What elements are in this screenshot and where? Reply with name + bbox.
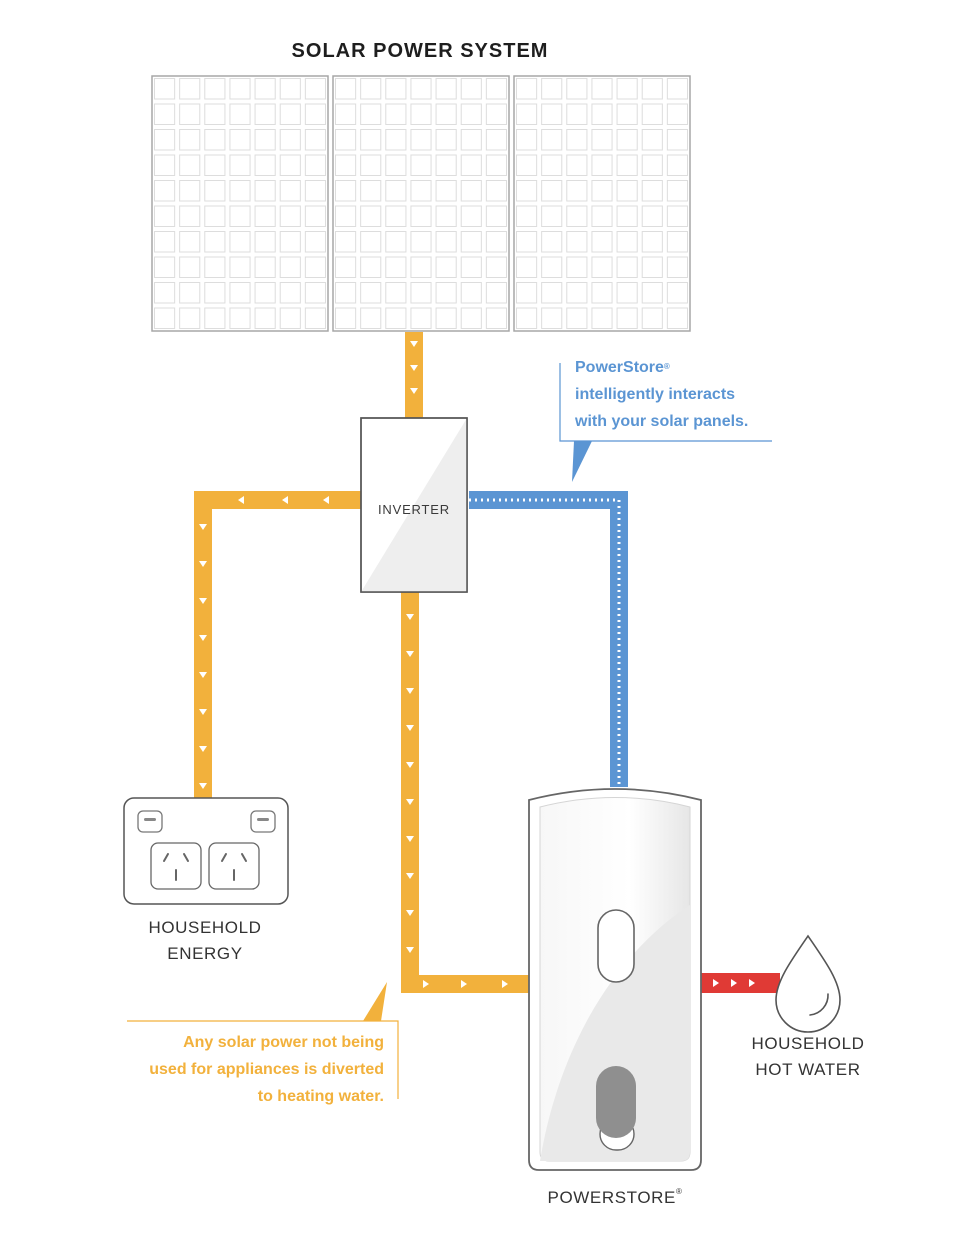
blue-callout-line-2: intelligently interacts [575,386,736,403]
blue-callout-brand: PowerStore [575,359,664,376]
household-energy-line-2: ENERGY [167,944,243,963]
orange-callout-line-1: Any solar power not being [183,1034,384,1051]
inverter-label: INVERTER [378,502,450,517]
solar-flow-lines [194,332,529,993]
household-hot-water-line-2: HOT WATER [755,1060,861,1079]
powerstore-label: POWERSTORE® [535,1187,695,1208]
inverter-icon [360,417,468,593]
diagram-title: SOLAR POWER SYSTEM [291,40,549,62]
blue-callout-line-3: with your solar panels. [575,413,749,430]
blue-callout: PowerStore® intelligently interacts with… [575,354,748,435]
household-energy-line-1: HOUSEHOLD [148,918,262,937]
water-drop-icon [775,934,841,1033]
household-hot-water-line-1: HOUSEHOLD [751,1034,865,1053]
water-tank-icon [528,788,702,1171]
solar-panel-icon [151,75,691,332]
orange-callout-bracket [127,982,399,1099]
data-link-line [469,491,628,787]
household-energy-label: HOUSEHOLD ENERGY [125,915,285,967]
power-outlet-icon [123,797,289,905]
registered-mark: ® [663,362,670,371]
powerstore-label-text: POWERSTORE [547,1188,676,1207]
orange-callout-line-3: to heating water. [257,1088,384,1105]
blue-callout-bracket [559,363,772,482]
orange-callout: Any solar power not being used for appli… [149,1029,384,1110]
household-hot-water-label: HOUSEHOLD HOT WATER [728,1031,888,1083]
orange-callout-line-2: used for appliances is diverted [149,1061,384,1078]
hot-water-line [700,973,780,993]
powerstore-registered-mark: ® [675,1187,683,1196]
